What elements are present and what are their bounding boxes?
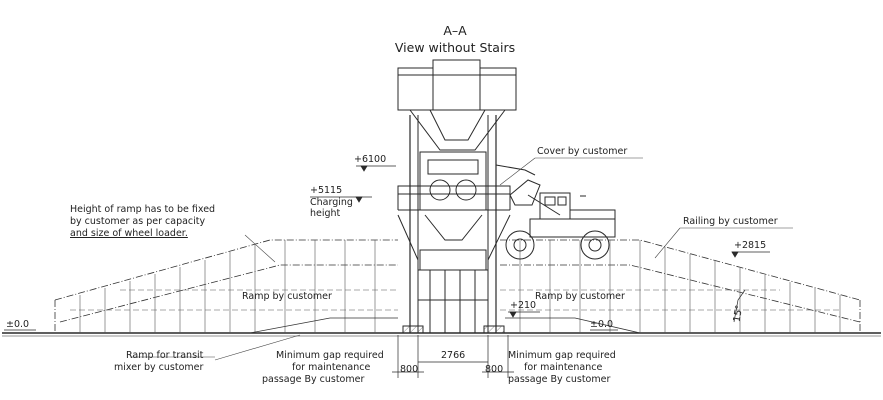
level-5115: +5115 [310, 185, 343, 196]
wheel-loader [505, 179, 616, 260]
note-gap-left-3: passage By customer [262, 374, 365, 385]
dimension-lines [392, 289, 746, 378]
leader-lines [130, 157, 793, 361]
charging-label-1: Charging [310, 197, 353, 208]
level-zero-mid: ±0.0 [590, 319, 614, 330]
note-ramp-left: Ramp by customer [242, 291, 332, 302]
level-markers [4, 165, 770, 331]
note-gap-right-2: for maintenance [524, 362, 603, 373]
note-railing: Railing by customer [683, 216, 778, 227]
note-gap-right-3: passage By customer [508, 374, 611, 385]
note-cover: Cover by customer [537, 146, 628, 157]
level-zero-left: ±0.0 [6, 319, 30, 330]
right-ramp [500, 239, 861, 333]
note-ramp-height-1: Height of ramp has to be fixed [70, 204, 216, 215]
charging-label-2: height [310, 208, 341, 219]
dimension-2766: 2766 [441, 350, 466, 361]
dimension-800-left: 800 [400, 364, 419, 375]
level-210: +210 [510, 300, 537, 311]
transit-ramp [249, 317, 641, 334]
left-ramp-posts [70, 240, 398, 333]
note-ramp-right: Ramp by customer [535, 291, 625, 302]
note-transit-1: Ramp for transit [126, 350, 204, 361]
right-ramp-posts [500, 240, 841, 333]
level-2815: +2815 [734, 240, 767, 251]
note-transit-2: mixer by customer [114, 362, 204, 373]
left-ramp [54, 239, 398, 333]
note-gap-right-1: Minimum gap required [508, 350, 616, 361]
ground-line [2, 332, 881, 337]
plant-structure [397, 59, 536, 334]
dimension-800-right: 800 [485, 364, 504, 375]
note-ramp-height-2: by customer as per capacity [70, 216, 206, 227]
note-gap-left-2: for maintenance [292, 362, 371, 373]
level-6100: +6100 [354, 154, 387, 165]
view-subtitle: View without Stairs [394, 40, 516, 55]
note-gap-left-1: Minimum gap required [276, 350, 384, 361]
note-ramp-height-3: and size of wheel loader. [70, 228, 188, 239]
section-title: A–A [443, 23, 467, 38]
